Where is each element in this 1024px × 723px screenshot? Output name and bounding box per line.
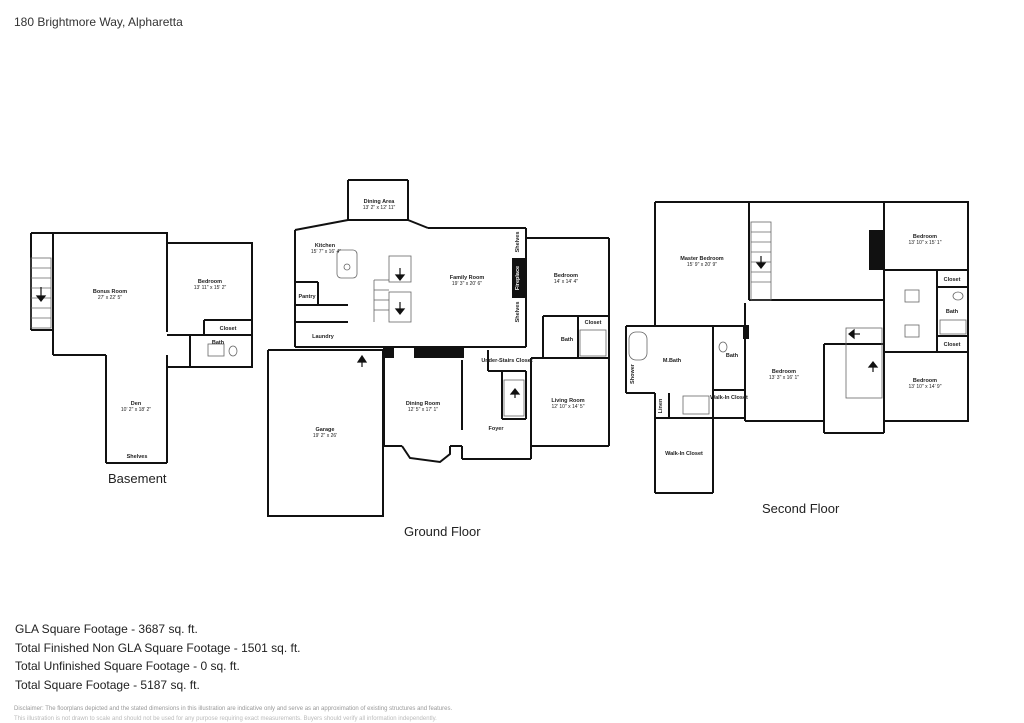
second-bedroom-ne-dims: 13' 10" x 15' 1"	[909, 240, 942, 246]
stair-arrows	[35, 256, 879, 398]
gla-footage: GLA Square Footage - 3687 sq. ft.	[15, 622, 198, 636]
ground-kitchen-label: Kitchen	[315, 243, 336, 249]
fireplace-block	[512, 258, 526, 298]
basement-bedroom-dims: 13' 11" x 15' 2"	[194, 285, 227, 291]
second-bath-mid-label: Bath	[726, 353, 739, 359]
ground-bath-label: Bath	[561, 337, 574, 343]
ground-family-dims: 19' 3" x 20' 6"	[452, 281, 482, 287]
basement-den-label: Den	[131, 401, 142, 407]
second-bath-e-label: Bath	[946, 309, 959, 315]
ground-living-dims: 12' 10" x 14' 5"	[552, 404, 585, 410]
second-mbath-label: M.Bath	[663, 358, 682, 364]
basement-title: Basement	[108, 471, 167, 486]
second-fireplace-block	[869, 230, 883, 270]
ground-fireplace-label: Fireplace	[515, 266, 521, 290]
second-bedroom-ne-label: Bedroom	[913, 234, 937, 240]
ground-garage-dims: 19' 2" x 26'	[313, 433, 337, 439]
basement-shelves-label: Shelves	[127, 454, 148, 460]
ground-shelves-a-label: Shelves	[515, 232, 521, 253]
ground-shelves-b-label: Shelves	[515, 302, 521, 323]
ground-living-label: Living Room	[551, 398, 584, 404]
total-footage: Total Square Footage - 5187 sq. ft.	[15, 677, 200, 692]
ground-dining-room-label: Dining Room	[406, 401, 440, 407]
ground-bedroom-label: Bedroom	[554, 273, 578, 279]
second-walkin-a-label: Walk-In Closet	[710, 395, 748, 401]
second-closet-b-label: Closet	[944, 342, 961, 348]
ground-pantry-label: Pantry	[298, 294, 316, 300]
plan-details	[30, 221, 967, 417]
ground-under-stairs-label: Under-Stairs Closet	[481, 358, 533, 364]
unfinished-footage: Total Unfinished Square Footage - 0 sq. …	[15, 659, 240, 673]
ground-kitchen-dims: 15' 7" x 16' 4"	[311, 249, 341, 255]
ground-floor-title: Ground Floor	[404, 524, 481, 539]
ground-dining-area-label: Dining Area	[364, 199, 396, 205]
second-closet-a-label: Closet	[944, 277, 961, 283]
ground-bedroom-dims: 14' x 14' 4"	[554, 279, 578, 285]
ground-laundry-label: Laundry	[312, 334, 335, 340]
second-bedroom-mid-label: Bedroom	[772, 369, 796, 375]
second-linen-label: Linen	[658, 398, 664, 413]
dark-features	[384, 230, 883, 358]
second-walkin-b-label: Walk-In Closet	[665, 451, 703, 457]
basement-bedroom-label: Bedroom	[198, 279, 222, 285]
disclaimer-text-2: This illustration is not drawn to scale …	[14, 716, 437, 722]
ground-closet-label: Closet	[585, 320, 602, 326]
second-bedroom-se-label: Bedroom	[913, 378, 937, 384]
ground-foyer-label: Foyer	[489, 426, 505, 432]
ground-dining-area-dims: 13' 2" x 12' 11"	[363, 205, 396, 211]
basement-walls	[30, 232, 253, 464]
second-master-label: Master Bedroom	[680, 256, 724, 262]
basement-bonus-label: Bonus Room	[93, 289, 127, 295]
square-footage-summary: GLA Square Footage - 3687 sq. ft. Total …	[15, 620, 301, 694]
basement-closet-label: Closet	[220, 326, 237, 332]
second-master-dims: 15' 9" x 20' 9"	[687, 262, 717, 268]
ground-garage-label: Garage	[316, 427, 335, 433]
basement-bonus-dims: 27' x 22' 5"	[98, 295, 122, 301]
non-gla-footage: Total Finished Non GLA Square Footage - …	[15, 640, 301, 655]
second-floor-walls	[625, 201, 969, 494]
address-title: 180 Brightmore Way, Alpharetta	[14, 15, 183, 29]
second-bedroom-se-dims: 13' 10" x 14' 9"	[909, 384, 942, 390]
basement-den-dims: 10' 2" x 18' 2"	[121, 407, 151, 413]
ground-floor-walls	[267, 179, 610, 517]
ground-dining-room-dims: 12' 5" x 17' 1"	[408, 407, 438, 413]
second-shower-label: Shower	[630, 363, 636, 384]
disclaimer-text: Disclaimer: The floorplans depicted and …	[14, 706, 453, 712]
ground-fireplace-block	[414, 348, 464, 358]
second-bedroom-mid-dims: 13' 3" x 16' 1"	[769, 375, 799, 381]
basement-bath-label: Bath	[212, 340, 225, 346]
second-floor-title: Second Floor	[762, 501, 840, 516]
ground-family-label: Family Room	[450, 275, 485, 281]
